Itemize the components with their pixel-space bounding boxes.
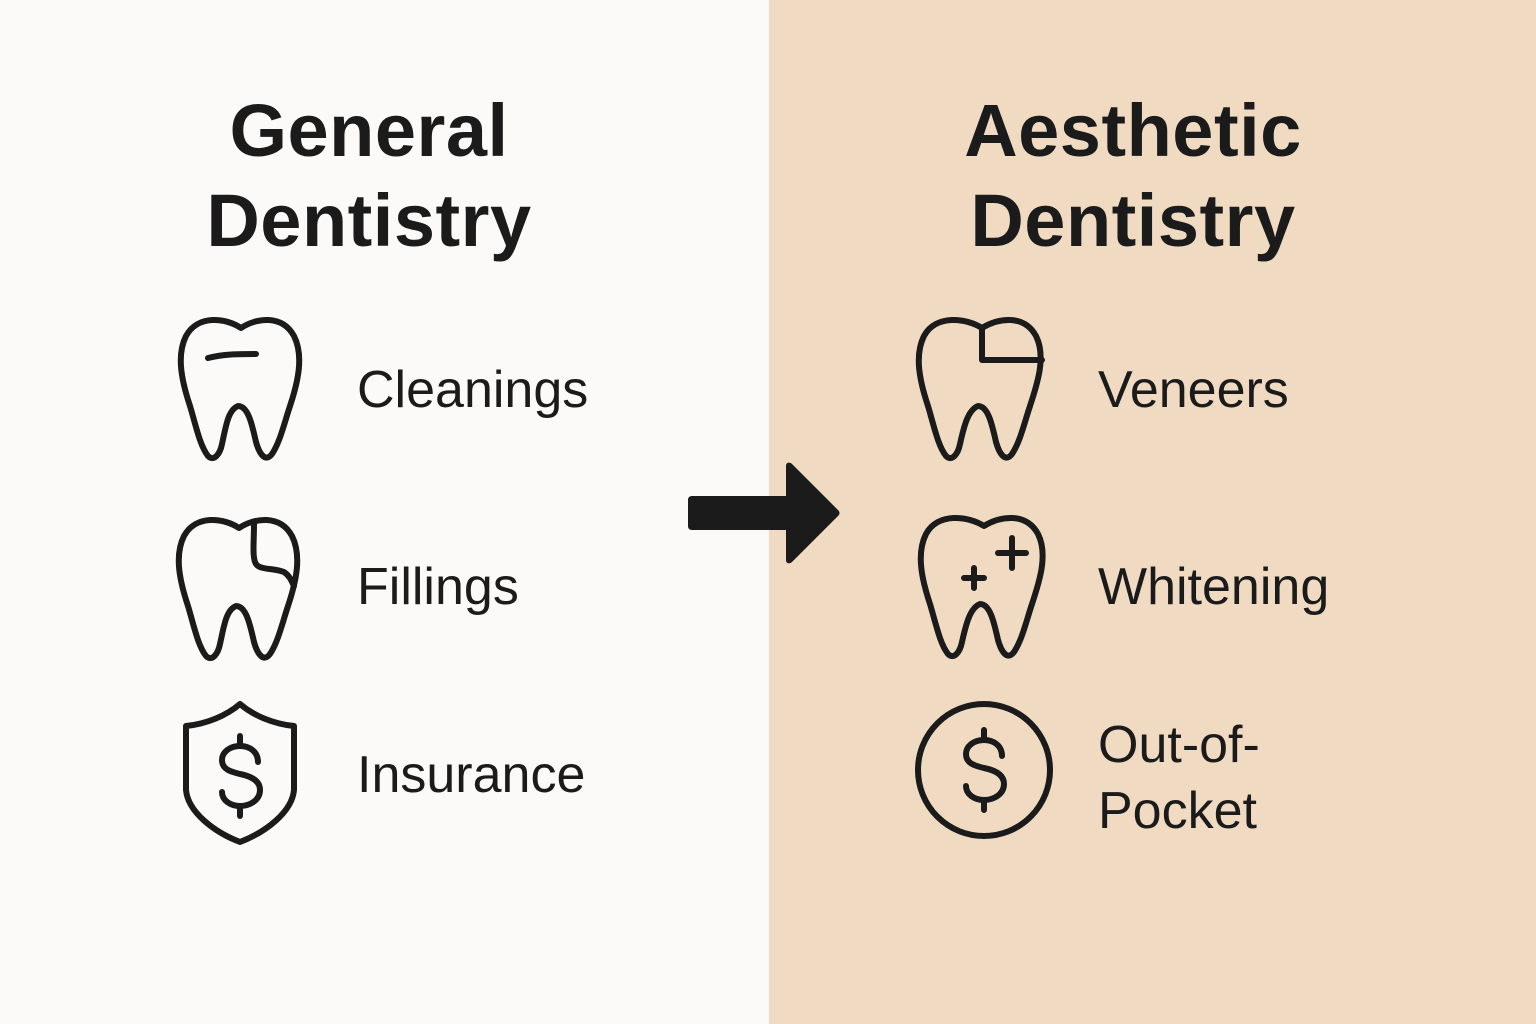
veneers-label: Veneers [1098,361,1289,419]
general-dentistry-title: General Dentistry [69,86,669,266]
fillings-label: Fillings [357,558,519,616]
label-line-1: Out-of- [1098,716,1260,774]
whitening-label: Whitening [1098,558,1330,616]
dollar-circle-icon [912,700,1056,844]
insurance-label: Insurance [357,746,586,804]
tooth-with-filling-icon [174,514,304,664]
aesthetic-dentistry-panel [769,0,1536,1024]
aesthetic-dentistry-title: Aesthetic Dentistry [833,86,1433,266]
out-of-pocket-label: Out-of- Pocket [1098,712,1260,844]
title-line-1: General [229,89,509,172]
label-line-2: Pocket [1098,782,1257,840]
cleanings-label: Cleanings [357,361,589,419]
right-arrow-icon [686,460,842,571]
title-line-1: Aesthetic [964,89,1302,172]
tooth-sparkle-icon [916,512,1052,662]
tooth-with-veneer-icon [914,314,1050,464]
shield-dollar-icon [180,700,304,846]
general-dentistry-panel [0,0,769,1024]
title-line-2: Dentistry [970,179,1296,262]
title-line-2: Dentistry [206,179,532,262]
tooth-with-line-icon [176,314,306,464]
